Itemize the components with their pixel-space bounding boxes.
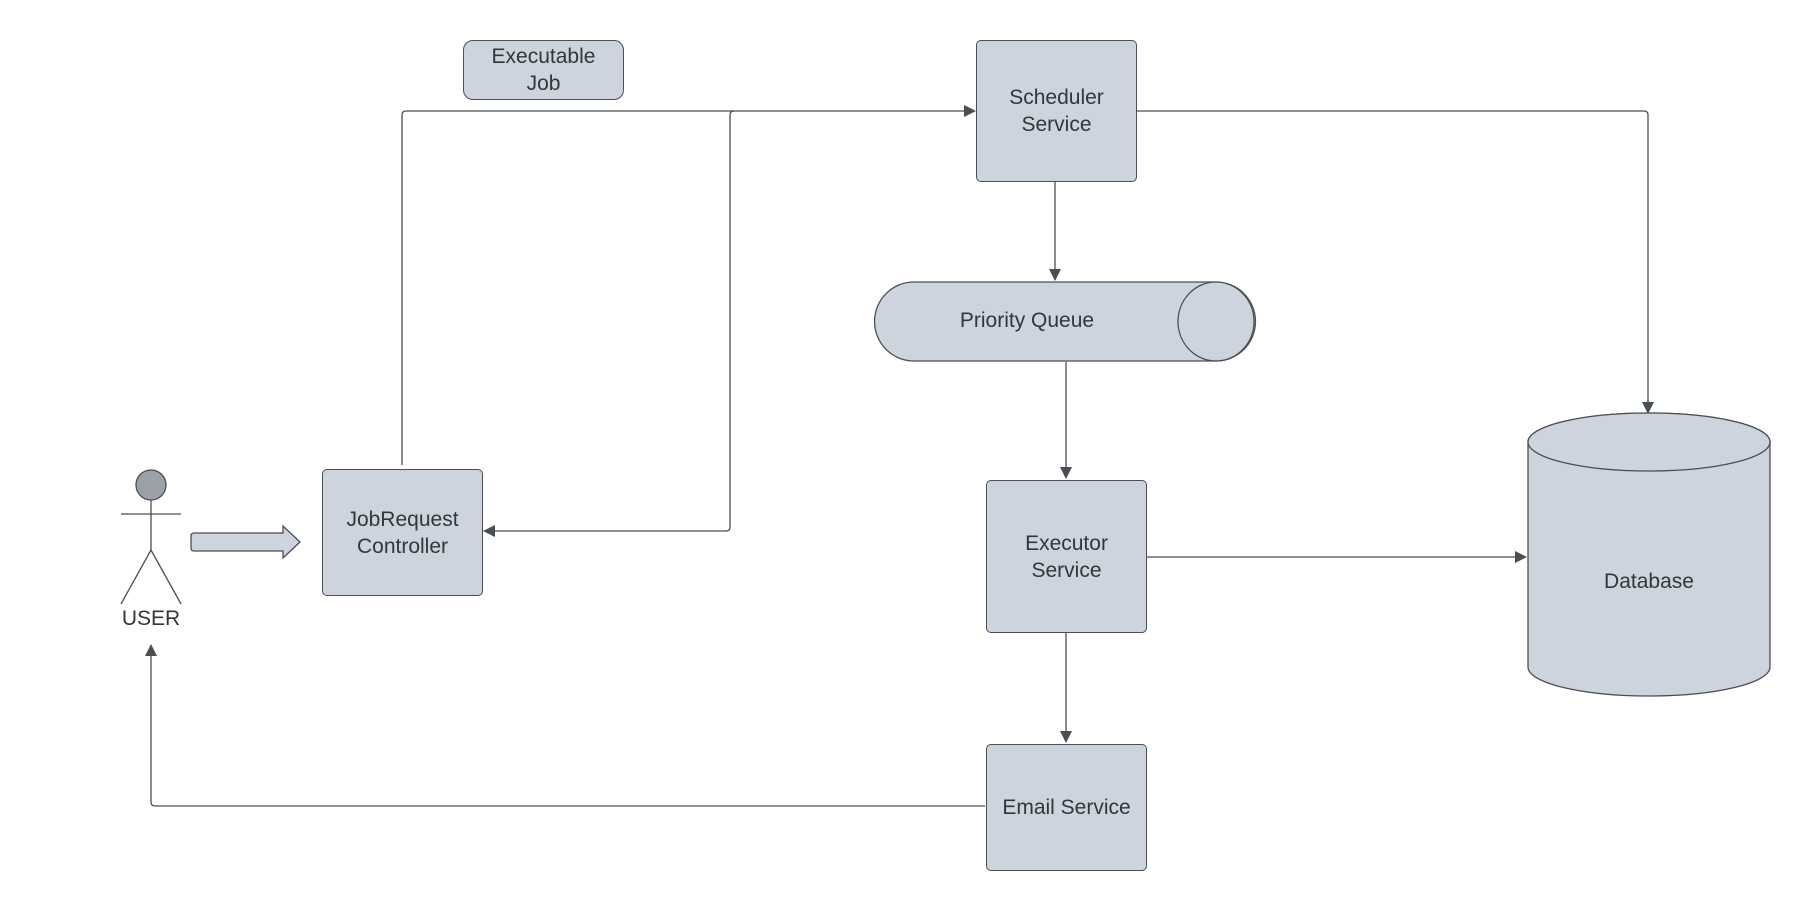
priority-queue-shape[interactable]: Priority Queue: [873, 281, 1257, 362]
database-shape[interactable]: Database: [1527, 412, 1771, 697]
email-service-label: Email Service: [1002, 796, 1131, 819]
job-request-controller-node[interactable]: JobRequest Controller: [322, 469, 483, 596]
user-label: USER: [122, 607, 180, 630]
scheduler-service-node[interactable]: Scheduler Service: [976, 40, 1137, 182]
database-label: Database: [1604, 570, 1694, 593]
edge-email-to-user: [145, 644, 985, 807]
executable-job-note[interactable]: Executable Job: [463, 40, 624, 100]
executable-job-label: Executable Job: [491, 45, 596, 95]
priority-queue-label: Priority Queue: [960, 309, 1094, 332]
user-head-icon: [135, 469, 167, 501]
block-arrow-user-to-controller: [190, 524, 301, 560]
job-request-controller-label: JobRequest Controller: [346, 507, 459, 558]
edge-controller-to-scheduler: [401, 105, 976, 465]
email-service-node[interactable]: Email Service: [986, 744, 1147, 871]
edge-scheduler-to-database: [1136, 110, 1654, 414]
user-actor[interactable]: USER: [120, 469, 182, 630]
executor-service-node[interactable]: Executor Service: [986, 480, 1147, 633]
executor-service-label: Executor Service: [1025, 531, 1108, 582]
scheduler-service-label: Scheduler Service: [1009, 86, 1104, 136]
edge-scheduler-to-controller: [483, 110, 735, 537]
